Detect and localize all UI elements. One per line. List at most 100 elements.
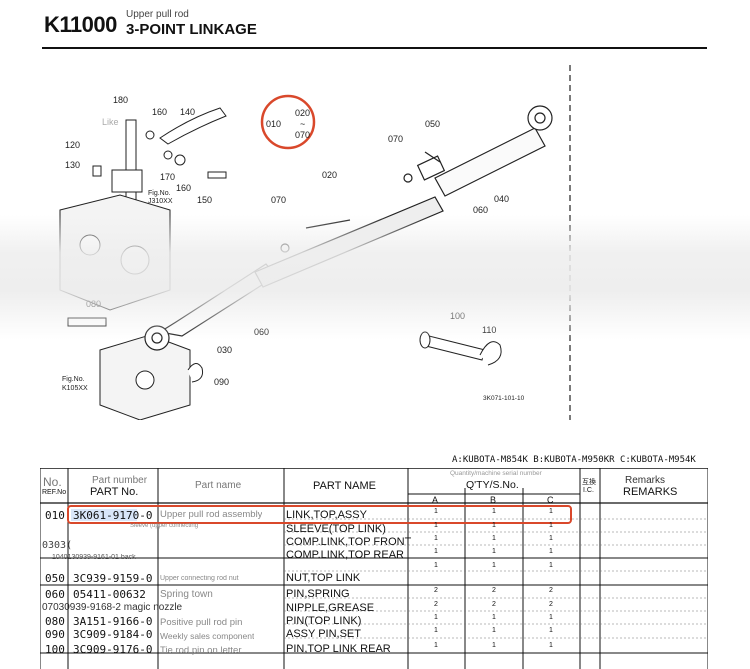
ghost-label: Like bbox=[102, 117, 119, 127]
range-tilde: ~ bbox=[300, 119, 306, 129]
row-2-qty-c: 1 bbox=[549, 535, 553, 542]
row-5-partno[interactable]: 05411-00632 bbox=[73, 588, 146, 601]
row-4-qty-a: 1 bbox=[434, 562, 438, 569]
fig-label-2-line1: Fig.No. bbox=[62, 376, 85, 383]
header-partno-ghost: Part number bbox=[92, 475, 148, 486]
header-ic: I.C. bbox=[583, 487, 594, 494]
row-7-partno[interactable]: 3A151-9166-0 bbox=[73, 615, 153, 628]
header-remarks: REMARKS bbox=[623, 486, 678, 498]
row-0-name: LINK,TOP,ASSY bbox=[286, 509, 367, 521]
row-7-name: PIN(TOP LINK) bbox=[286, 615, 362, 627]
row-7-ref: 080 bbox=[45, 615, 65, 628]
row-9-qty-b: 1 bbox=[492, 642, 496, 649]
row-0-qty-b: 1 bbox=[492, 508, 496, 515]
header-qty-ghost: Quantity/machine serial number bbox=[450, 470, 542, 477]
row-1-qty-c: 1 bbox=[549, 522, 553, 529]
header-no-ghost: No. bbox=[43, 475, 62, 489]
blur-band bbox=[0, 215, 750, 340]
row-0-partno[interactable]: 3K061-9170-0 bbox=[73, 509, 153, 522]
row-3-name: COMP.LINK,TOP REAR bbox=[286, 549, 404, 561]
row-8-qty-a: 1 bbox=[434, 627, 438, 634]
model-legend: A:KUBOTA-M854K B:KUBOTA-M950KR C:KUBOTA-… bbox=[452, 455, 696, 465]
callout-180: 180 bbox=[113, 95, 129, 105]
row-9-ghost: Tie rod pin on letter bbox=[160, 645, 242, 656]
row-3-ghost: 1040130939-9161-01 back bbox=[52, 554, 136, 561]
callout-060a: 060 bbox=[473, 205, 489, 215]
drawing-id: 3K071-101-10 bbox=[483, 395, 525, 402]
range-callout-circle bbox=[260, 94, 316, 150]
row-6-qty-c: 2 bbox=[549, 601, 553, 608]
callout-070b: 070 bbox=[271, 195, 287, 205]
row-8-qty-b: 1 bbox=[492, 627, 496, 634]
row-8-ghost: Weekly sales component bbox=[160, 631, 255, 641]
fig-label-1-line1: Fig.No. bbox=[148, 190, 171, 197]
table-grid bbox=[40, 468, 708, 669]
callout-140: 140 bbox=[180, 107, 196, 117]
range-070: 070 bbox=[295, 130, 311, 140]
catalog-code: K11000 bbox=[44, 12, 117, 37]
header-part-no: PART No. bbox=[90, 486, 139, 498]
row-4-ref: 050 bbox=[45, 572, 65, 585]
row-5-name: PIN,SPRING bbox=[286, 588, 350, 600]
row-3-qty-b: 1 bbox=[492, 548, 496, 555]
row-8-partno[interactable]: 3C909-9184-0 bbox=[73, 628, 153, 641]
range-020: 020 bbox=[295, 108, 311, 118]
callout-160: 160 bbox=[152, 107, 168, 117]
row-7-ghost: Positive pull rod pin bbox=[160, 617, 243, 628]
row-1-qty-a: 1 bbox=[434, 522, 438, 529]
header-partname-ghost: Part name bbox=[195, 480, 242, 491]
row-4-partno[interactable]: 3C939-9159-0 bbox=[73, 572, 153, 585]
row-4-ghost: Upper connecting rod nut bbox=[160, 575, 239, 582]
header-part-name: PART NAME bbox=[313, 480, 376, 492]
row-5-qty-b: 2 bbox=[492, 587, 496, 594]
row-0-qty-c: 1 bbox=[549, 508, 553, 515]
row-4-name: NUT,TOP LINK bbox=[286, 572, 361, 584]
header-remarks-ghost: Remarks bbox=[625, 475, 666, 486]
row-5-ghost: Spring town bbox=[160, 589, 213, 600]
callout-170: 170 bbox=[160, 172, 176, 182]
row-7-qty-b: 1 bbox=[492, 614, 496, 621]
row-2-qty-b: 1 bbox=[492, 535, 496, 542]
callout-130: 130 bbox=[65, 160, 81, 170]
row-8-qty-c: 1 bbox=[549, 627, 553, 634]
row-9-partno[interactable]: 3C909-9176-0 bbox=[73, 643, 153, 656]
row-4-qty-c: 1 bbox=[549, 562, 553, 569]
row-2-qty-a: 1 bbox=[434, 535, 438, 542]
row-6-name: NIPPLE,GREASE bbox=[286, 602, 375, 614]
header-col-a: A bbox=[432, 495, 439, 505]
fig-label-1-line2: J310XX bbox=[148, 198, 173, 205]
row-0-ghost2: Sleeve (upper connecting bbox=[130, 523, 199, 529]
row-4-qty-b: 1 bbox=[492, 562, 496, 569]
row-0-qty-a: 1 bbox=[434, 508, 438, 515]
row-1-qty-b: 1 bbox=[492, 522, 496, 529]
callout-120: 120 bbox=[65, 140, 81, 150]
row-5-qty-a: 2 bbox=[434, 587, 438, 594]
callout-070a: 070 bbox=[388, 134, 404, 144]
callout-030: 030 bbox=[217, 345, 233, 355]
header-col-b: B bbox=[490, 495, 497, 505]
row-9-qty-a: 1 bbox=[434, 642, 438, 649]
row-7-qty-c: 1 bbox=[549, 614, 553, 621]
row-5-ref: 060 bbox=[45, 588, 65, 601]
callout-160b: 160 bbox=[176, 183, 192, 193]
row-0-ref: 010 bbox=[45, 509, 65, 522]
row-3-qty-a: 1 bbox=[434, 548, 438, 555]
row-3-qty-c: 1 bbox=[549, 548, 553, 555]
row-2-name: COMP.LINK,TOP FRONT bbox=[286, 536, 412, 548]
callout-010: 010 bbox=[266, 119, 282, 129]
row-8-name: ASSY PIN,SET bbox=[286, 628, 361, 640]
partno-selection-highlight bbox=[71, 509, 137, 521]
callout-090: 090 bbox=[214, 377, 230, 387]
callout-020: 020 bbox=[322, 170, 338, 180]
row-8-ref: 090 bbox=[45, 628, 65, 641]
row-5-qty-c: 2 bbox=[549, 587, 553, 594]
parts-table: No. REF.No Part number PART No. Part nam… bbox=[40, 468, 708, 669]
fig-label-2-line2: K105XX bbox=[62, 385, 88, 392]
subtitle-small: Upper pull rod bbox=[126, 9, 189, 20]
row-6-qty-a: 2 bbox=[434, 601, 438, 608]
row-0-ghost: Upper pull rod assembly bbox=[160, 509, 263, 520]
callout-040: 040 bbox=[494, 194, 510, 204]
header-col-c: C bbox=[547, 495, 554, 505]
row-7-qty-a: 1 bbox=[434, 614, 438, 621]
header-rule bbox=[42, 47, 707, 49]
